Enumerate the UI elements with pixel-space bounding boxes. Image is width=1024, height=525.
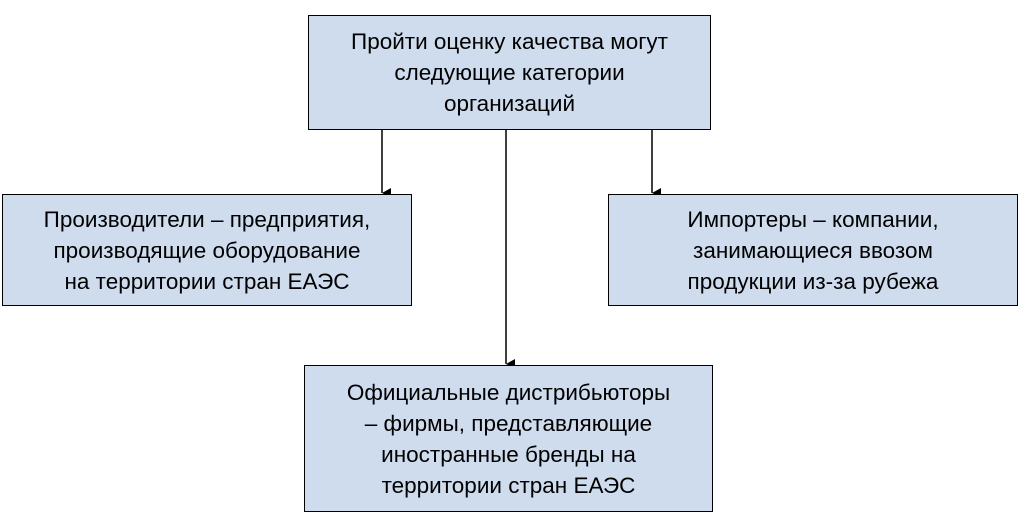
distributors-line-3: иностранные бренды на bbox=[381, 441, 636, 467]
distributors-box: Официальные дистрибьюторы – фирмы, предс… bbox=[304, 365, 713, 512]
importers-line-3: продукции из-за рубежа bbox=[687, 268, 939, 294]
root-line-3: организаций bbox=[443, 91, 576, 116]
root-line-1: Пройти оценку качества могут bbox=[351, 29, 668, 54]
producers-box: Производители – предприятия, производящи… bbox=[2, 194, 412, 306]
root-line-2: следующие категории bbox=[394, 60, 625, 85]
importers-line-2: занимающиеся ввозом bbox=[693, 237, 933, 263]
distributors-line-2: – фирмы, представляющие bbox=[364, 410, 653, 436]
distributors-line-1: Официальные дистрибьюторы bbox=[346, 379, 671, 405]
producers-line-2: производящие оборудование bbox=[53, 237, 361, 263]
root-category-box: Пройти оценку качества могут следующие к… bbox=[308, 15, 711, 130]
importers-box: Импортеры – компании, занимающиеся ввозо… bbox=[608, 194, 1018, 306]
producers-line-1: Производители – предприятия, bbox=[43, 206, 371, 232]
importers-line-1: Импортеры – компании, bbox=[687, 206, 939, 232]
producers-line-3: на территории стран ЕАЭС bbox=[64, 268, 350, 294]
distributors-line-4: территории стран ЕАЭС bbox=[381, 472, 636, 498]
